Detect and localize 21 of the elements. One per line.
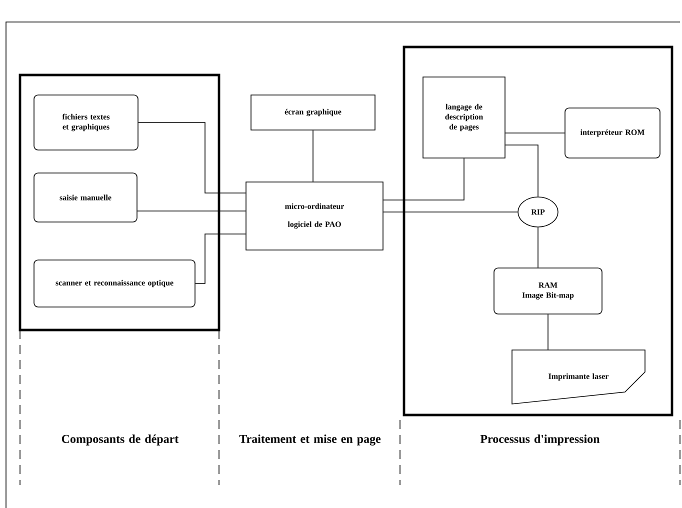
column-label: Traitement et mise en page [239,434,381,446]
connector-line [505,144,538,197]
rounded-box: fichiers textes et graphiques [34,94,138,150]
connector-line [137,210,246,212]
connector-line [195,234,246,284]
connector-line [505,132,565,134]
rounded-box: RAM Image Bit-map [494,268,602,314]
process-box: langage de description de pages [422,76,506,158]
connector-line [138,122,246,194]
rounded-box: scanner et reconnaissance optique [34,260,196,308]
column-label: Composants de départ [62,434,179,446]
rounded-box: interpréteur ROM [564,108,660,158]
connector-line [312,130,314,182]
connector-line [383,158,464,200]
group-box [402,46,674,416]
rounded-box: saisie manuelle [34,172,138,222]
process-box: écran graphique [250,94,376,130]
group-box [18,74,220,332]
column-label: Processus d'impression [480,434,600,446]
process-box: micro-ordinateur logiciel de PAO [246,182,384,250]
ellipse-node: RIP [518,196,558,228]
